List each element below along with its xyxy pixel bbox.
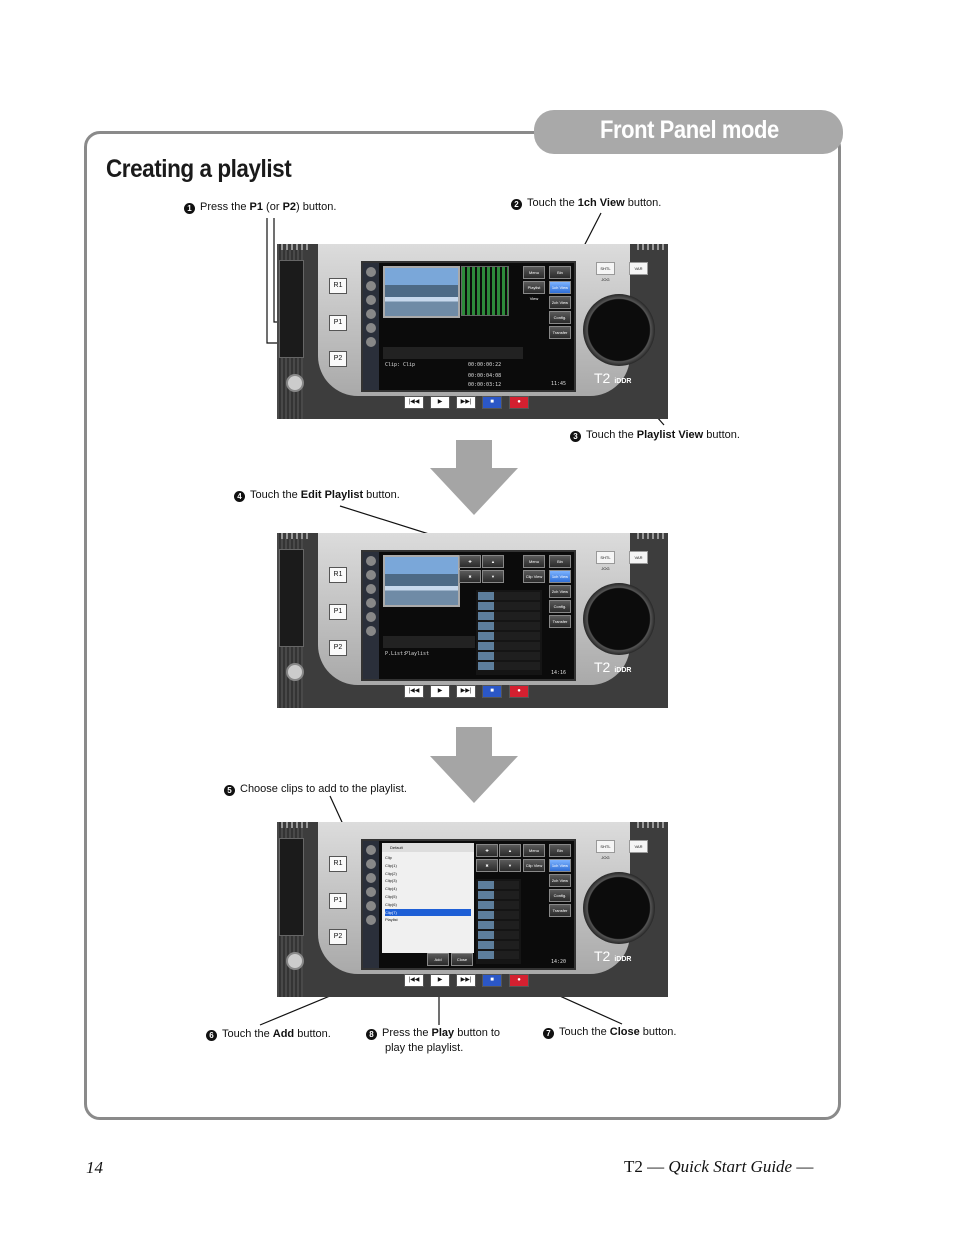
- stop-button[interactable]: ■: [482, 396, 502, 409]
- lcd-screen-1: Menu Bin Playlist View 1ch View 2ch View…: [361, 261, 576, 392]
- stop-button[interactable]: ■: [482, 974, 502, 987]
- device-panel-3: R1 P1 P2 Default Clip Clip(1) Clip(2) Cl…: [277, 822, 668, 997]
- transfer-softkey[interactable]: Transfer: [549, 326, 571, 339]
- lcd-screen-3: Default Clip Clip(1) Clip(2) Clip(3) Cli…: [361, 839, 576, 970]
- clip-view-softkey[interactable]: Clip View: [523, 859, 545, 872]
- jog-dial[interactable]: [583, 294, 655, 366]
- bin-softkey[interactable]: Bin: [549, 555, 571, 568]
- delete-button[interactable]: ✖: [476, 859, 498, 872]
- edit-playlist-button[interactable]: ✚: [476, 844, 498, 857]
- record-button[interactable]: ●: [509, 974, 529, 987]
- playlist-view-softkey[interactable]: Playlist View: [523, 281, 545, 301]
- play-button[interactable]: ▶: [430, 685, 450, 698]
- add-button[interactable]: Add: [427, 953, 449, 966]
- r1-button[interactable]: R1: [329, 856, 347, 872]
- stop-button[interactable]: ■: [482, 685, 502, 698]
- p2-button[interactable]: P2: [329, 351, 347, 367]
- page-title: Creating a playlist: [106, 155, 292, 183]
- config-softkey[interactable]: Config.: [549, 889, 571, 902]
- transfer-softkey[interactable]: Transfer: [549, 904, 571, 917]
- bin-softkey[interactable]: Bin: [549, 844, 571, 857]
- record-button[interactable]: ●: [509, 396, 529, 409]
- 2ch-view-softkey[interactable]: 2ch View: [549, 874, 571, 887]
- shtl-jog-key[interactable]: SHTL JOG: [596, 840, 615, 860]
- clip-list[interactable]: Clip Clip(1) Clip(2) Clip(3) Clip(4) Cli…: [382, 852, 474, 926]
- shtl-jog-key[interactable]: SHTL JOG: [596, 551, 615, 571]
- device-panel-2: R1 P1 P2 ✚ ▲ ✖ ▼ Menu Bin Clip View 1ch …: [277, 533, 668, 708]
- next-button[interactable]: ▶▶|: [456, 396, 476, 409]
- scroll-up-button[interactable]: ▲: [499, 844, 521, 857]
- config-softkey[interactable]: Config.: [549, 311, 571, 324]
- transfer-softkey[interactable]: Transfer: [549, 615, 571, 628]
- delete-button[interactable]: ✖: [459, 570, 481, 583]
- page-number: 14: [86, 1158, 103, 1177]
- shtl-jog-key[interactable]: SHTL JOG: [596, 262, 615, 282]
- footer-guide: T2 — Quick Start Guide —: [624, 1157, 814, 1176]
- scroll-down-button[interactable]: ▼: [482, 570, 504, 583]
- scroll-up-button[interactable]: ▲: [482, 555, 504, 568]
- jog-dial[interactable]: [583, 583, 655, 655]
- video-preview: [383, 555, 460, 607]
- next-button[interactable]: ▶▶|: [456, 685, 476, 698]
- event-list[interactable]: [476, 879, 521, 964]
- video-preview: [383, 266, 460, 318]
- clip-view-softkey[interactable]: Clip View: [523, 570, 545, 583]
- prev-button[interactable]: |◀◀: [404, 974, 424, 987]
- play-button[interactable]: ▶: [430, 974, 450, 987]
- p2-button[interactable]: P2: [329, 929, 347, 945]
- lcd-screen-2: ✚ ▲ ✖ ▼ Menu Bin Clip View 1ch View 2ch …: [361, 550, 576, 681]
- menu-softkey[interactable]: Menu: [523, 555, 545, 568]
- menu-softkey[interactable]: Menu: [523, 844, 545, 857]
- jog-dial[interactable]: [583, 872, 655, 944]
- page-frame: [84, 131, 841, 1120]
- audio-meters: [461, 266, 509, 316]
- 1ch-view-softkey[interactable]: 1ch View: [549, 281, 571, 294]
- clip-browser[interactable]: Default Clip Clip(1) Clip(2) Clip(3) Cli…: [382, 843, 474, 953]
- var-key[interactable]: VAR: [629, 840, 648, 853]
- play-button[interactable]: ▶: [430, 396, 450, 409]
- folder-name: Default: [382, 843, 474, 852]
- p1-button[interactable]: P1: [329, 604, 347, 620]
- prev-button[interactable]: |◀◀: [404, 685, 424, 698]
- close-button[interactable]: Close: [451, 953, 473, 966]
- device-panel-1: R1 P1 P2 Menu Bin Playlist View 1ch View…: [277, 244, 668, 419]
- p1-button[interactable]: P1: [329, 893, 347, 909]
- 1ch-view-softkey[interactable]: 1ch View: [549, 570, 571, 583]
- scroll-down-button[interactable]: ▼: [499, 859, 521, 872]
- 2ch-view-softkey[interactable]: 2ch View: [549, 585, 571, 598]
- section-tab: [534, 110, 843, 154]
- section-title: Front Panel mode: [600, 116, 779, 144]
- edit-toolbar: [383, 347, 523, 359]
- var-key[interactable]: VAR: [629, 551, 648, 564]
- r1-button[interactable]: R1: [329, 567, 347, 583]
- menu-softkey[interactable]: Menu: [523, 266, 545, 279]
- p1-button[interactable]: P1: [329, 315, 347, 331]
- 1ch-view-softkey[interactable]: 1ch View: [549, 859, 571, 872]
- prev-button[interactable]: |◀◀: [404, 396, 424, 409]
- r1-button[interactable]: R1: [329, 278, 347, 294]
- next-button[interactable]: ▶▶|: [456, 974, 476, 987]
- 2ch-view-softkey[interactable]: 2ch View: [549, 296, 571, 309]
- record-button[interactable]: ●: [509, 685, 529, 698]
- var-key[interactable]: VAR: [629, 262, 648, 275]
- selected-clip: Clip(7): [385, 908, 471, 917]
- event-list[interactable]: [476, 590, 542, 675]
- bin-softkey[interactable]: Bin: [549, 266, 571, 279]
- edit-playlist-button[interactable]: ✚: [459, 555, 481, 568]
- edit-toolbar: [383, 636, 475, 648]
- config-softkey[interactable]: Config.: [549, 600, 571, 613]
- p2-button[interactable]: P2: [329, 640, 347, 656]
